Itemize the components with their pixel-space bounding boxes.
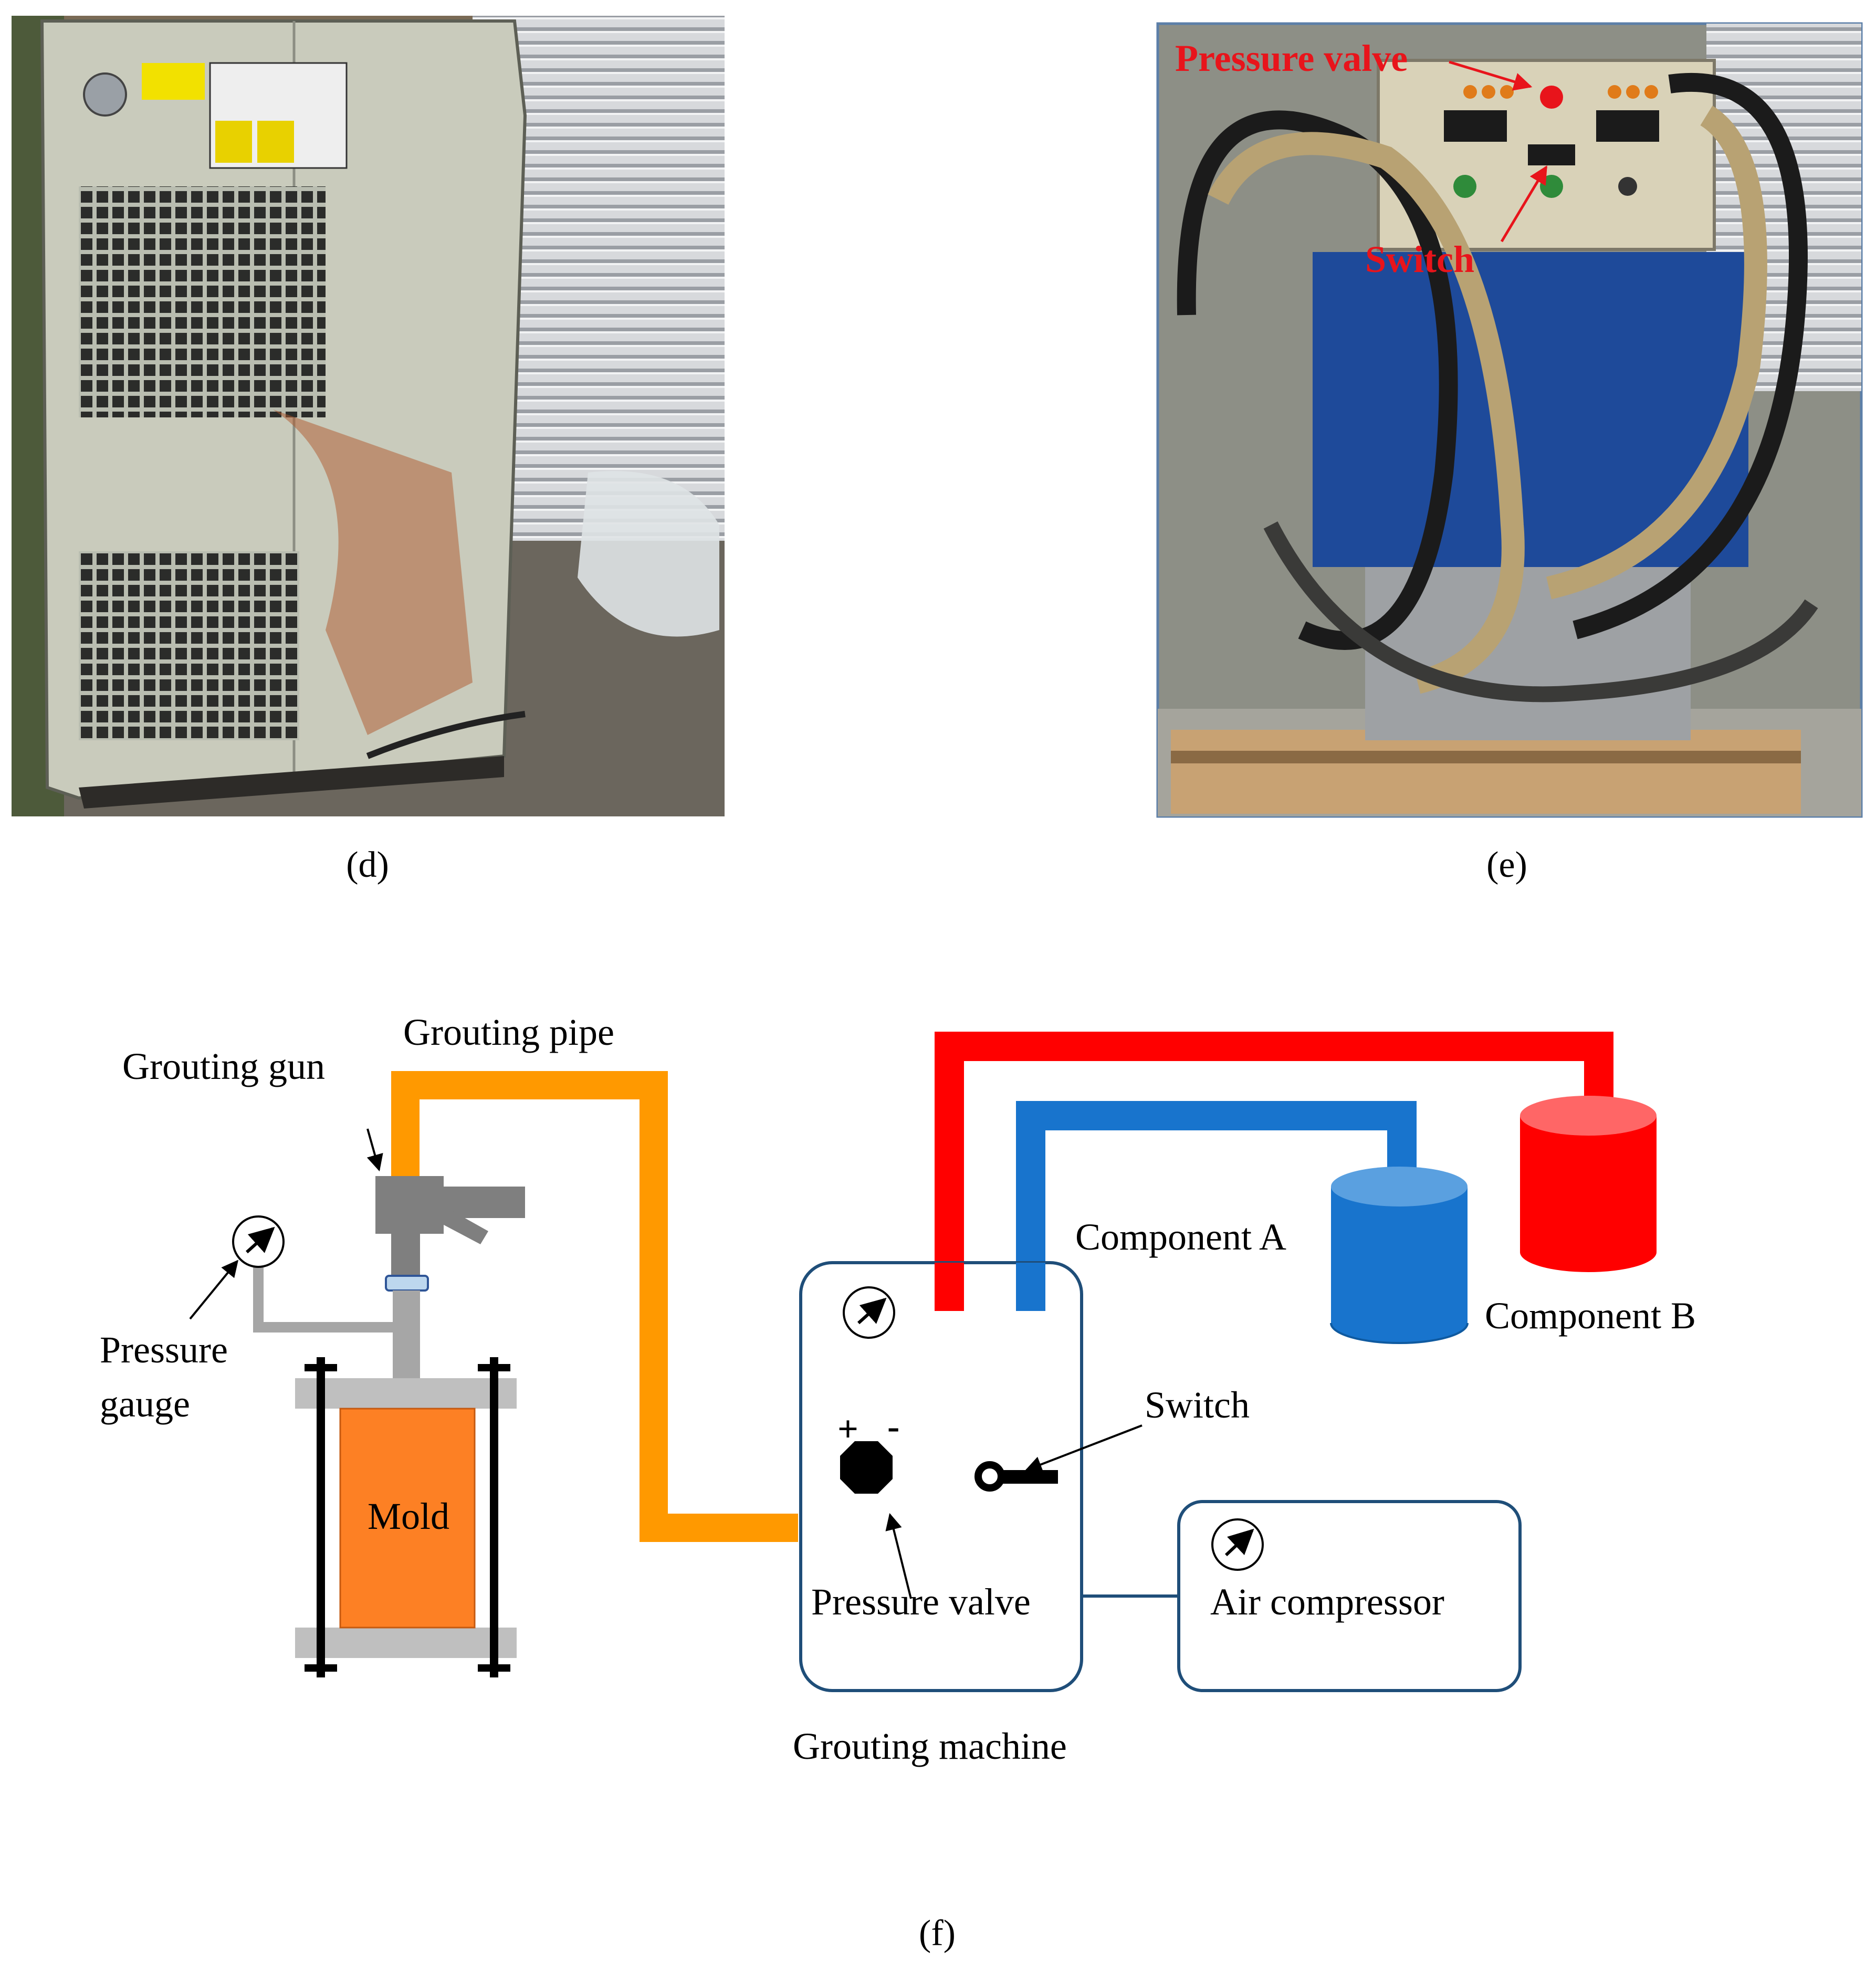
- label-component-a: Component A: [1075, 1216, 1286, 1258]
- caption-d: (d): [346, 845, 389, 885]
- label-pressure-valve: Pressure valve: [811, 1581, 1031, 1623]
- air-compressor-gauge-icon: [1211, 1518, 1264, 1571]
- label-air-compressor: Air compressor: [1210, 1581, 1444, 1623]
- side-pressure-gauge-icon: [232, 1215, 285, 1268]
- label-grouting-gun: Grouting gun: [122, 1045, 325, 1087]
- schematic-f: + -: [100, 1011, 1696, 1767]
- label-pressure-gauge-line1: Pressure: [100, 1329, 228, 1371]
- caption-f: (f): [919, 1913, 956, 1954]
- label-pressure-gauge-line2: gauge: [100, 1383, 190, 1425]
- octagon-valve-icon: + -: [837, 1407, 899, 1494]
- caption-e: (e): [1486, 845, 1527, 885]
- grouting-gun: [375, 1176, 525, 1380]
- mold-assembly: [295, 1357, 517, 1677]
- grouting-pipe: [391, 1071, 798, 1542]
- air-compressor-box: [1177, 1500, 1522, 1692]
- label-component-b: Component B: [1485, 1295, 1696, 1337]
- component-b-tank: [1520, 1096, 1657, 1272]
- label-switch: Switch: [1145, 1384, 1250, 1426]
- photo-d: [12, 16, 725, 816]
- photo-label-pressure-valve: Pressure valve: [1175, 37, 1408, 79]
- mold-body: [339, 1408, 476, 1629]
- pipe-component-b: [935, 1032, 1613, 1310]
- photo-label-switch: Switch: [1365, 238, 1474, 280]
- valve-plus-sign: +: [837, 1409, 858, 1450]
- pipe-component-a: [1016, 1101, 1417, 1310]
- photo-e: Pressure valve Switch: [1156, 22, 1863, 818]
- label-grouting-pipe: Grouting pipe: [403, 1011, 614, 1053]
- label-grouting-machine: Grouting machine: [793, 1725, 1067, 1767]
- label-mold: Mold: [368, 1495, 449, 1537]
- valve-minus-sign: -: [887, 1407, 899, 1447]
- component-a-tank: [1330, 1167, 1469, 1344]
- pressure-gauge-icon: [843, 1286, 895, 1339]
